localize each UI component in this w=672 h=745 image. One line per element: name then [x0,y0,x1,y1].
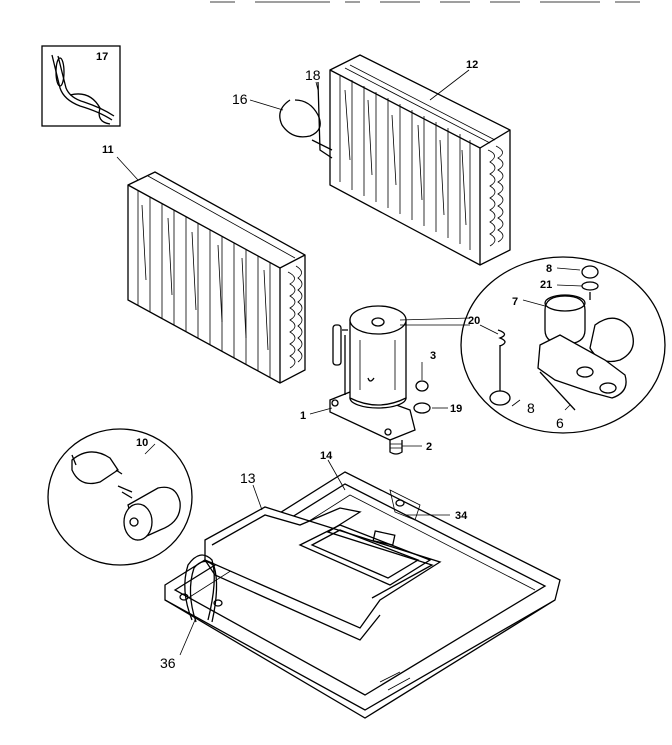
detail-circle-mount [460,256,666,434]
callout-19: 19 [450,403,462,415]
condenser-coil-12 [329,54,511,266]
callout-34: 34 [455,510,468,522]
callout-1: 1 [300,410,306,422]
callout-13: 13 [240,470,256,486]
callout-7: 7 [512,296,518,308]
callout-16: 16 [232,91,248,107]
callout-9: 8 [546,263,552,275]
callout-21: 21 [540,279,552,291]
callout-8: 8 [527,400,535,416]
evaporator-coil-11 [127,171,306,384]
wire-loop-36 [184,554,218,623]
callout-3: 3 [430,350,436,362]
callout-20: 20 [468,315,480,327]
callout-6: 6 [556,415,564,431]
callout-14: 14 [320,450,333,462]
callout-11: 11 [102,144,114,156]
callout-36: 36 [160,655,176,671]
callout-18: 18 [305,67,321,83]
callout-17: 17 [96,51,108,63]
callout-2: 2 [426,441,432,453]
detail-circle-capacitor [47,428,193,566]
callout-labels: 17 11 16 18 12 8 21 7 20 3 1 19 2 8 6 10… [96,51,564,671]
grommet-parts [389,380,431,455]
callout-10: 10 [136,437,148,449]
callout-12: 12 [466,59,478,71]
part-17-inset [41,45,121,127]
compressor-1 [329,305,471,441]
leader-lines [116,69,583,656]
capillary-tube-16-18 [279,81,333,159]
drain-pan-13 [204,506,442,641]
